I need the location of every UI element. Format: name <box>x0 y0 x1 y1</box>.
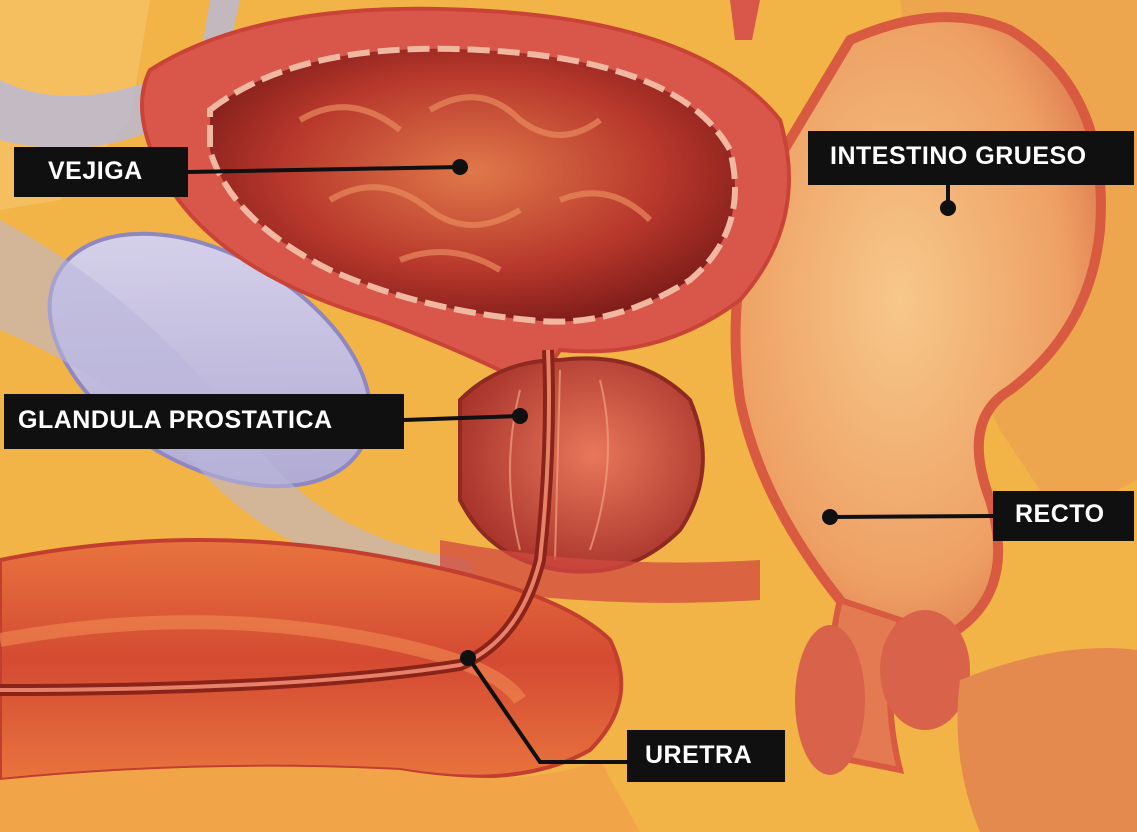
leader-vejiga <box>187 165 461 174</box>
label-intestino-grueso: INTESTINO GRUESO <box>808 131 1134 185</box>
leader-lines <box>187 165 994 764</box>
dot-vejiga <box>452 159 468 175</box>
label-vejiga: VEJIGA <box>14 147 188 197</box>
ureter <box>730 0 760 40</box>
label-uretra: URETRA <box>627 730 785 782</box>
pelvic-floor <box>440 540 760 603</box>
dot-recto <box>822 509 838 525</box>
sphincter-left <box>795 625 865 775</box>
prostate-gland <box>458 356 705 574</box>
dot-uretra <box>460 650 476 666</box>
buttock-tissue <box>957 648 1137 832</box>
corpus-highlight <box>0 615 526 705</box>
leader-recto <box>829 514 994 519</box>
dot-glandula <box>512 408 528 424</box>
bladder-lumen <box>207 45 738 325</box>
leader-uretra <box>468 658 627 764</box>
vessel-band <box>0 220 480 590</box>
label-recto: RECTO <box>993 491 1134 541</box>
bladder-folds <box>298 94 653 273</box>
lower-tissue <box>0 760 640 832</box>
dot-intestino <box>940 200 956 216</box>
label-glandula-prostatica: GLANDULA PROSTATICA <box>4 394 404 449</box>
urethra-lumen <box>0 349 551 692</box>
leader-glandula <box>403 414 521 422</box>
sphincter-right <box>880 610 970 730</box>
penile-body <box>0 538 624 783</box>
prostate-texture <box>509 369 609 561</box>
leader-dots <box>452 159 956 666</box>
